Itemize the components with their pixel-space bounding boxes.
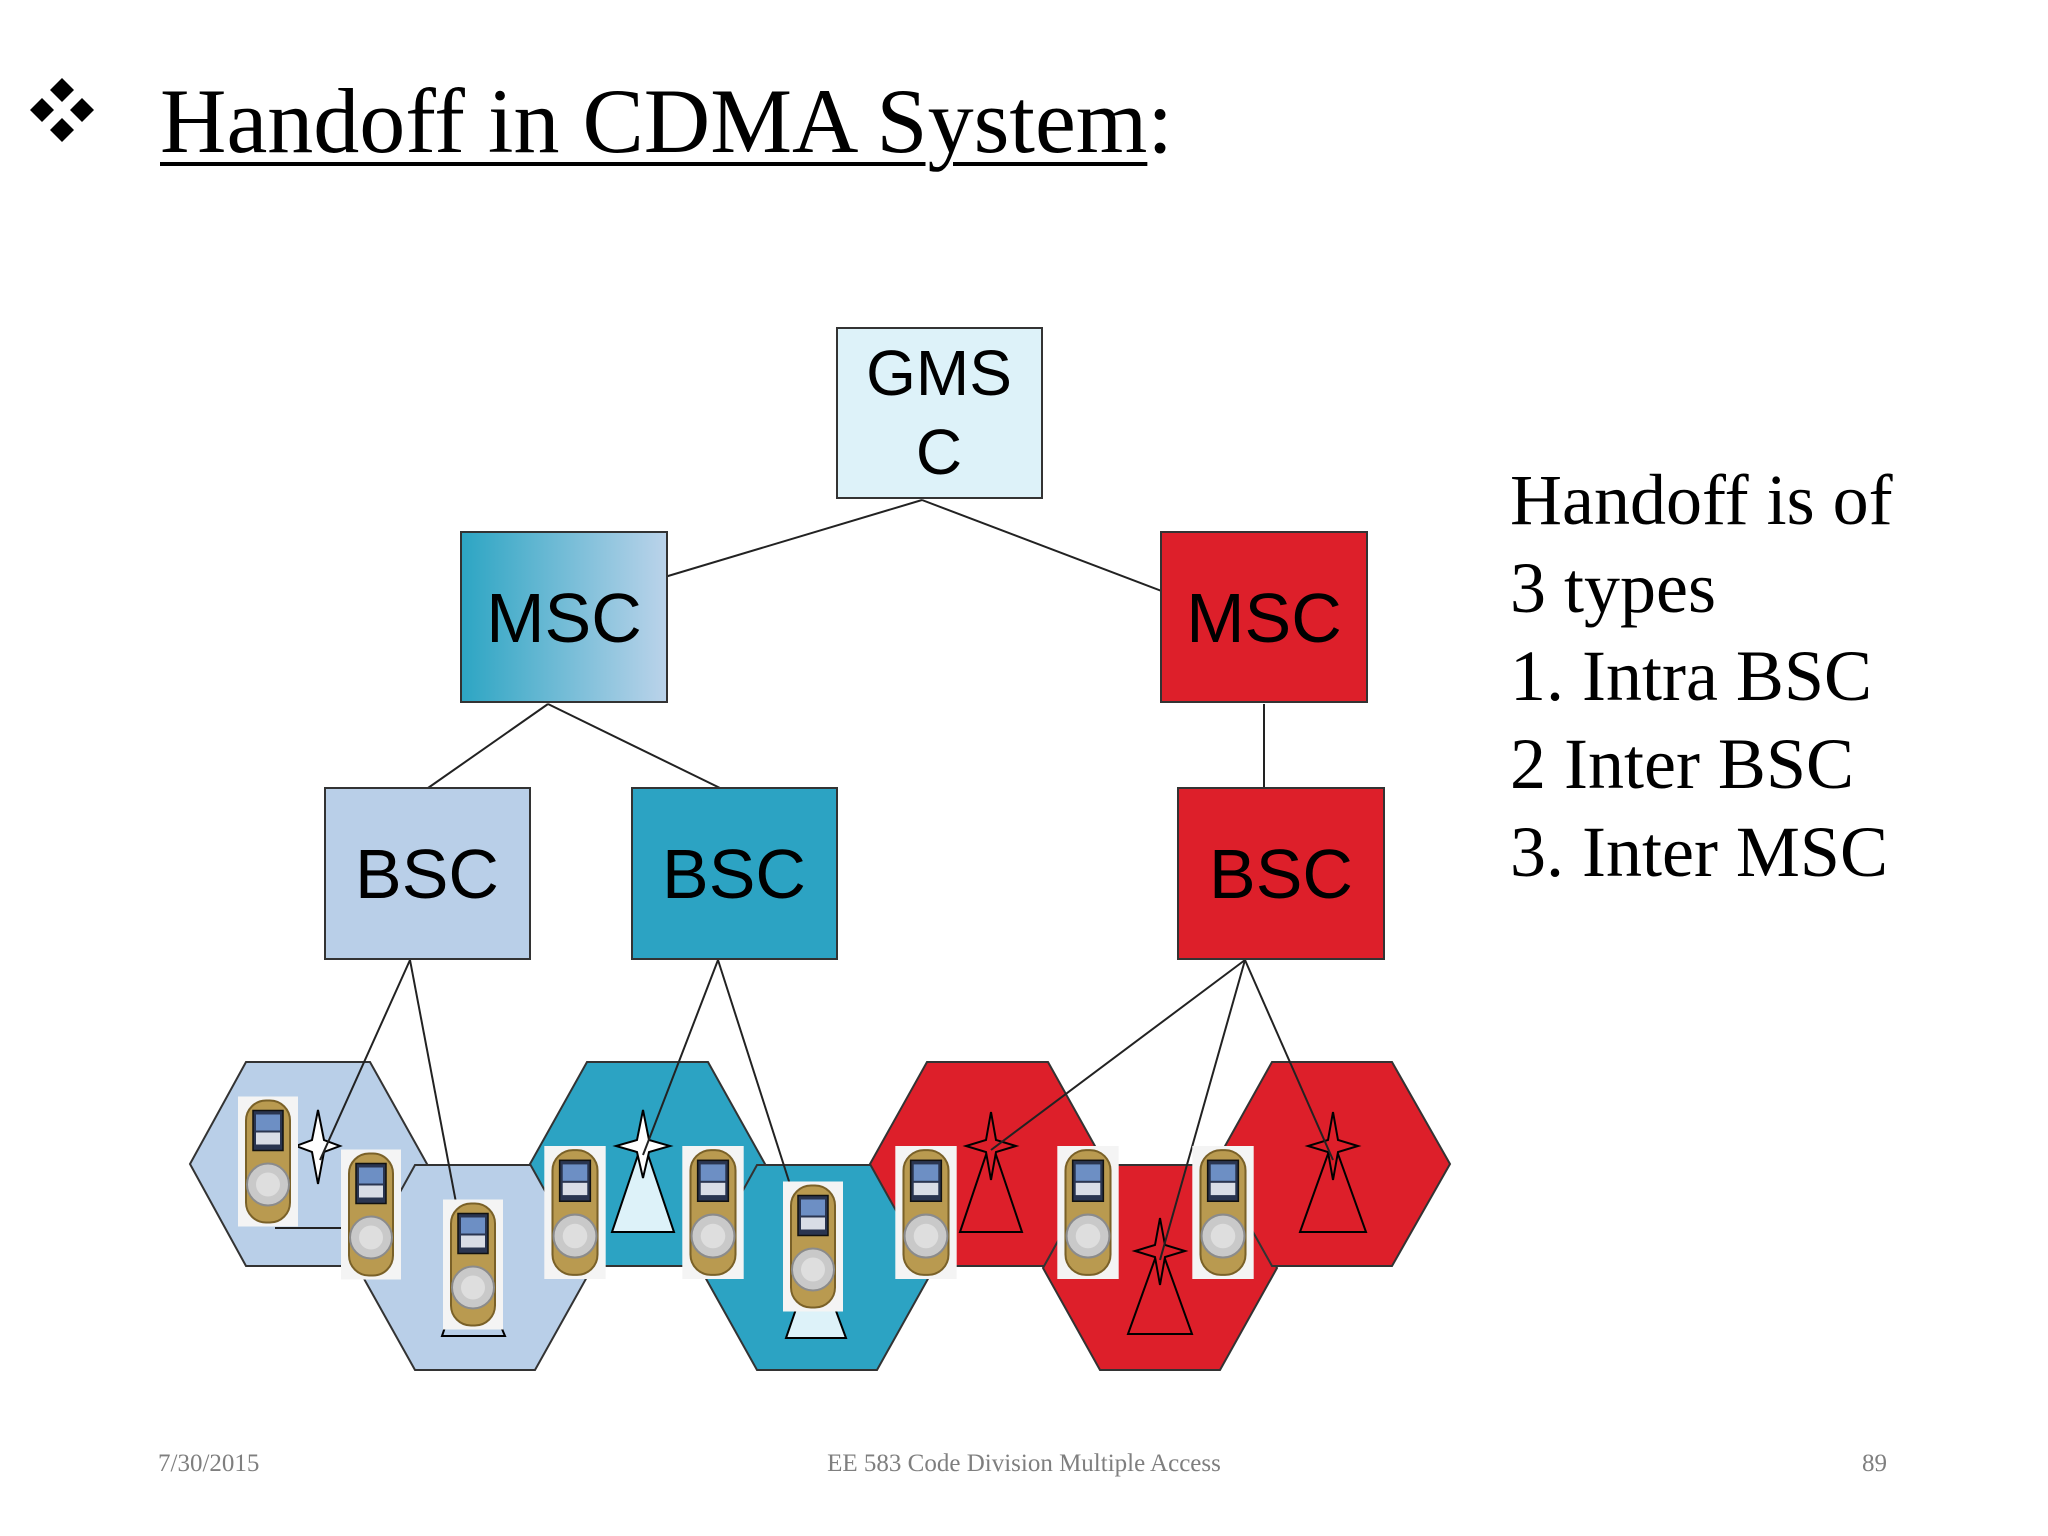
bsc-3-label: BSC (1209, 835, 1353, 913)
connector-lines (275, 499, 1334, 1261)
bsc-node-1: BSC (324, 787, 531, 960)
mobile-phone-icon (682, 1146, 744, 1279)
footer-page-number: 89 (1862, 1450, 1887, 1477)
gmsc-label-line2: C (916, 416, 962, 488)
gmsc-node: GMS C (836, 327, 1043, 499)
bsc-node-2: BSC (631, 787, 838, 960)
four-diamond-bullet-icon (26, 60, 98, 142)
handoff-types-line2: 3 types (1510, 548, 1716, 628)
mobile-phone-icon (544, 1146, 606, 1279)
mobile-phone-icon (1192, 1146, 1254, 1279)
mobile-phone-icon (443, 1198, 503, 1331)
msc-right-node: MSC (1160, 531, 1368, 703)
mobile-phone-icon (783, 1180, 843, 1313)
mobile-phone-icon (893, 1146, 959, 1279)
msc-left-label: MSC (486, 579, 642, 657)
antenna-tower-icon (1298, 1137, 1368, 1233)
handoff-type-item-1: 1. Intra BSC (1510, 636, 1873, 716)
slide-title-text: Handoff in CDMA System (160, 70, 1148, 172)
mobile-phone-icon (238, 1095, 298, 1228)
antenna-tower-icon (1126, 1242, 1194, 1335)
footer-course: EE 583 Code Division Multiple Access (827, 1450, 1221, 1477)
slide-title-colon: : (1147, 70, 1173, 172)
antenna-tower-icon (610, 1136, 676, 1233)
antenna-tower-icon (1304, 1111, 1362, 1181)
antenna-tower-icon (612, 1109, 674, 1179)
slide-title: Handoff in CDMA System: (26, 60, 1173, 176)
handoff-type-item-3: 3. Inter MSC (1510, 812, 1888, 892)
antenna-tower-icon (1131, 1217, 1189, 1286)
msc-left-node: MSC (460, 531, 668, 703)
bsc-2-label: BSC (662, 835, 806, 913)
handoff-types-text: Handoff is of 3 types 1. Intra BSC 2 Int… (1510, 456, 1893, 896)
footer-date: 7/30/2015 (158, 1450, 260, 1477)
msc-right-label: MSC (1186, 579, 1342, 657)
gmsc-label-line1: GMS (866, 337, 1012, 409)
mobile-phone-icon (341, 1148, 401, 1281)
mobile-phone-icon (1057, 1146, 1119, 1279)
antenna-tower-icon (293, 1109, 343, 1185)
handoff-types-line1: Handoff is of (1510, 460, 1893, 540)
handoff-type-item-2: 2 Inter BSC (1510, 724, 1855, 804)
antenna-tower-icon (958, 1136, 1024, 1233)
bsc-1-label: BSC (355, 835, 499, 913)
bsc-node-3: BSC (1177, 787, 1385, 960)
